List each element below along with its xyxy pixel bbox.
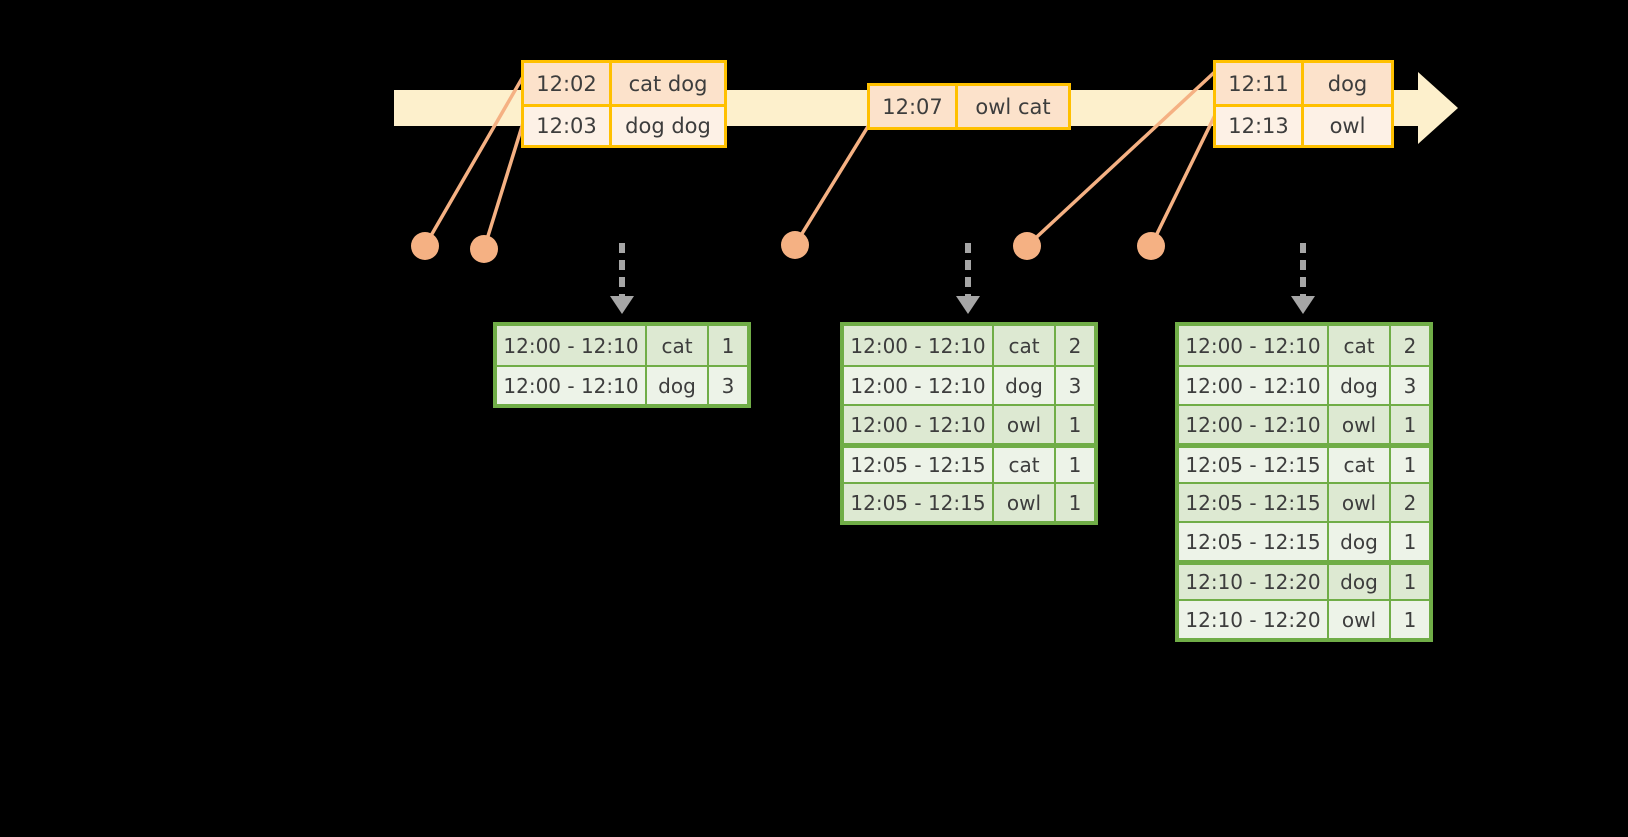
key-cell: owl <box>1329 601 1391 638</box>
key-cell: owl <box>994 484 1056 521</box>
event-payload: dog dog <box>612 107 724 145</box>
event-timestamp: 12:03 <box>524 107 612 145</box>
event-payload: owl <box>1304 107 1391 145</box>
key-cell: cat <box>994 448 1056 482</box>
window-cell: 12:10 - 12:20 <box>1179 565 1329 599</box>
window-cell: 12:05 - 12:15 <box>844 448 994 482</box>
dashed-arrow-stem <box>1300 243 1306 298</box>
key-cell: cat <box>1329 326 1391 365</box>
count-cell: 3 <box>1056 367 1094 404</box>
connector-dot-1 <box>411 232 439 260</box>
count-cell: 1 <box>1391 601 1429 638</box>
dashed-arrow-head-icon <box>956 296 980 314</box>
count-cell: 2 <box>1391 484 1429 521</box>
count-cell: 1 <box>1391 565 1429 599</box>
connector-dot-4 <box>1013 232 1041 260</box>
count-cell: 1 <box>1056 484 1094 521</box>
key-cell: owl <box>1329 406 1391 443</box>
dashed-arrow-head-icon <box>1291 296 1315 314</box>
event-payload: dog <box>1304 63 1391 104</box>
window-cell: 12:10 - 12:20 <box>1179 601 1329 638</box>
key-cell: dog <box>647 367 709 404</box>
window-cell: 12:05 - 12:15 <box>1179 448 1329 482</box>
dashed-arrow-to-table-3 <box>1291 243 1315 314</box>
count-cell: 3 <box>709 367 747 404</box>
count-cell: 2 <box>1391 326 1429 365</box>
window-cell: 12:00 - 12:10 <box>497 326 647 365</box>
event-timestamp: 12:02 <box>524 63 612 104</box>
key-cell: owl <box>994 406 1056 443</box>
event-timestamp: 12:11 <box>1216 63 1304 104</box>
key-cell: dog <box>1329 367 1391 404</box>
key-cell: cat <box>994 326 1056 365</box>
dashed-arrow-stem <box>965 243 971 298</box>
connector-dot-2 <box>470 235 498 263</box>
connector-dot-5 <box>1137 232 1165 260</box>
key-cell: owl <box>1329 484 1391 521</box>
timeline-arrowhead-icon <box>1418 72 1458 144</box>
window-cell: 12:00 - 12:10 <box>844 326 994 365</box>
key-cell: cat <box>647 326 709 365</box>
key-cell: cat <box>1329 448 1391 482</box>
dashed-arrow-to-table-1 <box>610 243 634 314</box>
window-cell: 12:00 - 12:10 <box>1179 326 1329 365</box>
event-timestamp: 12:07 <box>870 86 958 127</box>
event-timestamp: 12:13 <box>1216 107 1304 145</box>
window-cell: 12:00 - 12:10 <box>1179 406 1329 443</box>
dashed-arrow-to-table-2 <box>956 243 980 314</box>
count-cell: 1 <box>709 326 747 365</box>
dashed-arrow-head-icon <box>610 296 634 314</box>
dashed-arrow-stem <box>619 243 625 298</box>
connector-dot-3 <box>781 231 809 259</box>
window-cell: 12:00 - 12:10 <box>497 367 647 404</box>
count-cell: 3 <box>1391 367 1429 404</box>
window-cell: 12:05 - 12:15 <box>844 484 994 521</box>
count-cell: 1 <box>1056 448 1094 482</box>
count-cell: 1 <box>1391 523 1429 560</box>
key-cell: dog <box>1329 565 1391 599</box>
count-cell: 1 <box>1391 448 1429 482</box>
window-cell: 12:05 - 12:15 <box>1179 484 1329 521</box>
window-cell: 12:05 - 12:15 <box>1179 523 1329 560</box>
event-payload: cat dog <box>612 63 724 104</box>
window-cell: 12:00 - 12:10 <box>844 406 994 443</box>
count-cell: 2 <box>1056 326 1094 365</box>
count-cell: 1 <box>1056 406 1094 443</box>
connector-line-5 <box>1149 106 1221 247</box>
connector-line-3 <box>793 119 874 246</box>
event-payload: owl cat <box>958 86 1068 127</box>
key-cell: dog <box>994 367 1056 404</box>
window-cell: 12:00 - 12:10 <box>844 367 994 404</box>
window-cell: 12:00 - 12:10 <box>1179 367 1329 404</box>
key-cell: dog <box>1329 523 1391 560</box>
count-cell: 1 <box>1391 406 1429 443</box>
